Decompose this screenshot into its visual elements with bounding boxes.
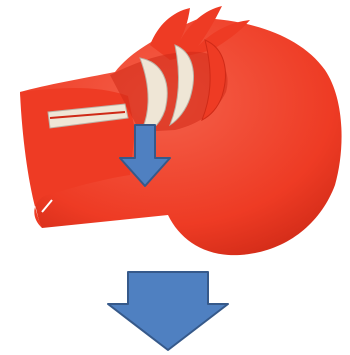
paper-cutout-scene (0, 0, 350, 355)
